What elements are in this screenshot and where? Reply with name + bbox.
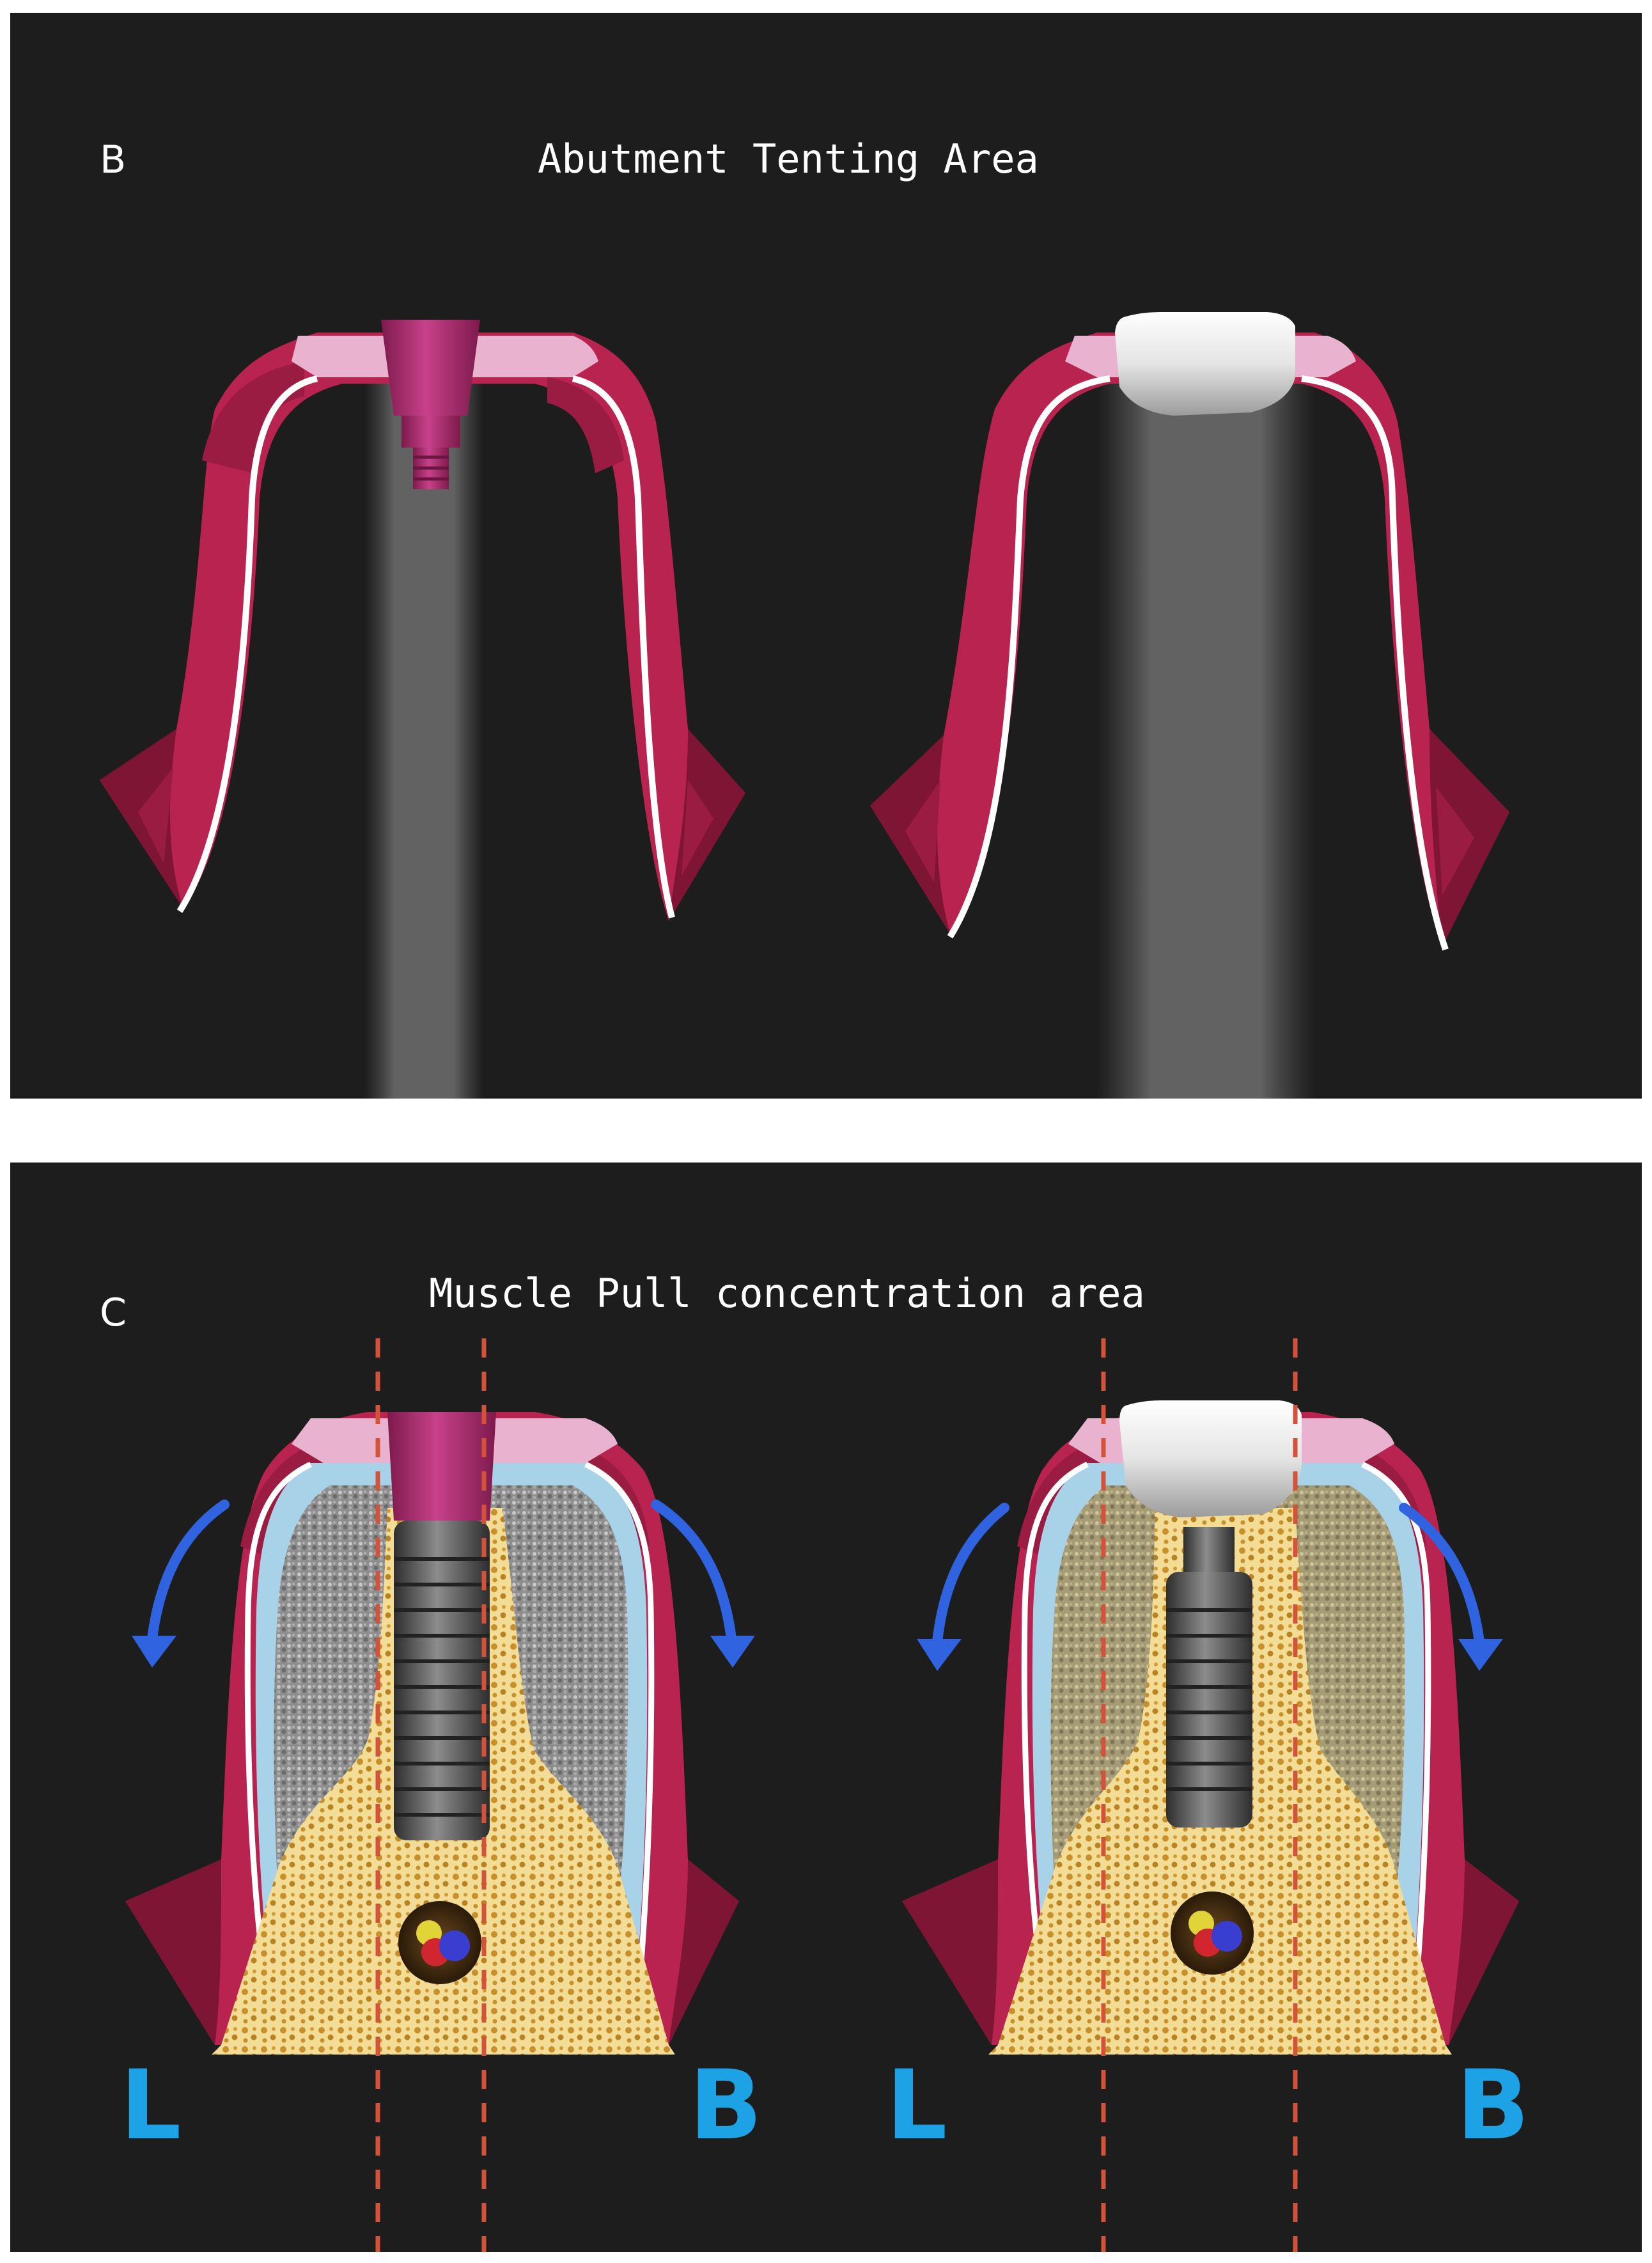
curved-arrow-right-icon xyxy=(651,1500,736,1644)
lingual-label: L xyxy=(120,2050,182,2161)
curved-arrow-left-icon xyxy=(147,1500,230,1644)
provisional-crown xyxy=(1119,1400,1302,1517)
muscle-pull-arrows xyxy=(132,1500,1503,1671)
dental-implant-left xyxy=(394,1521,490,1840)
tenting-beam-left xyxy=(365,371,483,1099)
muscle-pull-illustration xyxy=(125,1338,1519,2252)
buccal-label: B xyxy=(1456,2050,1530,2161)
healing-abutment xyxy=(381,320,480,489)
panel-b: B Abutment Tenting Area xyxy=(10,13,1642,1099)
buccal-label: B xyxy=(689,2050,763,2161)
panel-title: Muscle Pull concentration area xyxy=(429,1270,1145,1317)
curved-arrow-left-icon xyxy=(932,1503,1009,1647)
lingual-label: L xyxy=(886,2050,947,2161)
curved-arrow-right-icon xyxy=(1399,1503,1484,1647)
healing-abutment xyxy=(387,1412,496,1521)
panel-title: Abutment Tenting Area xyxy=(538,136,1039,182)
panel-c: C Muscle Pull concentration area xyxy=(10,1163,1642,2252)
panel-letter: C xyxy=(100,1290,127,1335)
tenting-beam-right xyxy=(1097,371,1314,1099)
tenting-illustration xyxy=(100,312,1509,1099)
muscle-arch-left xyxy=(100,333,745,921)
dental-implant-right xyxy=(1166,1527,1252,1828)
provisional-crown xyxy=(1115,312,1295,416)
panel-letter: B xyxy=(100,137,127,182)
